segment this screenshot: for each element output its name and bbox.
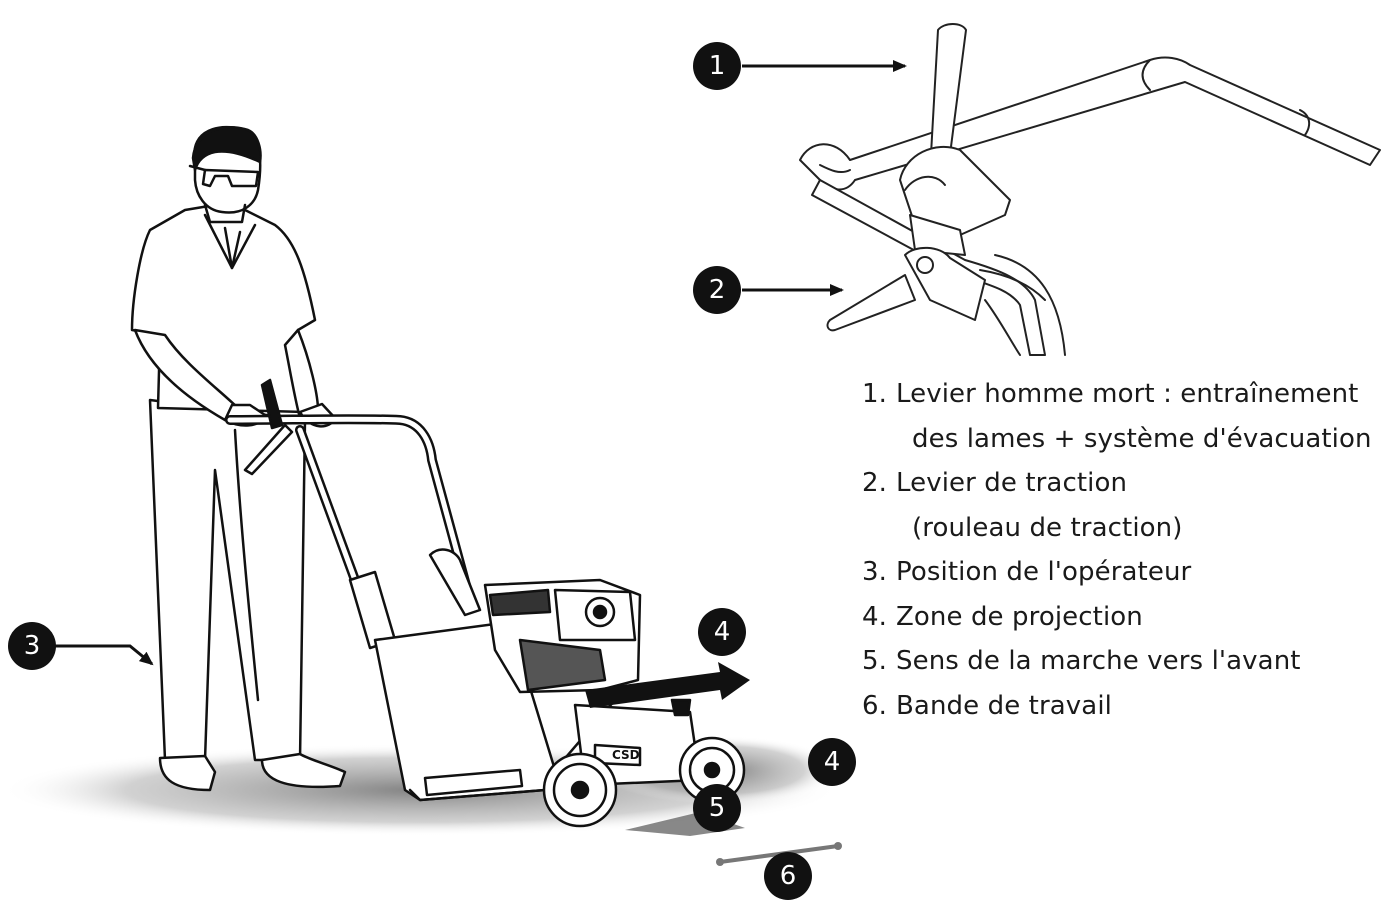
machine-model-mark: CSD	[612, 748, 640, 762]
svg-text:6: 6	[780, 861, 797, 891]
svg-text:2: 2	[709, 275, 726, 305]
leader-3	[55, 644, 154, 666]
callout-6: 6	[764, 852, 812, 900]
legend-item-2-continued: (rouleau de traction)	[912, 512, 1183, 543]
operator-figure	[130, 125, 347, 792]
leader-lines	[55, 60, 907, 666]
svg-text:1: 1	[709, 51, 726, 81]
callout-1: 1	[693, 42, 741, 90]
handle-detail-illustration	[799, 23, 1381, 356]
legend-item-2: 2.Levier de traction	[862, 468, 1128, 498]
callout-2: 2	[693, 266, 741, 314]
work-band-end-right	[834, 842, 842, 850]
work-band-end-left	[716, 858, 724, 866]
legend-item-3: 3.Position de l'opérateur	[862, 557, 1192, 587]
callout-3: 3	[8, 622, 56, 670]
svg-text:4: 4	[714, 617, 731, 647]
callout-4-zone: 4	[808, 738, 856, 786]
projection-arrow	[585, 662, 750, 708]
callout-4-arrow: 4	[698, 608, 746, 656]
svg-text:4: 4	[824, 747, 841, 777]
legend-item-1-continued: des lames + système d'évacuation	[912, 423, 1372, 454]
legend-item-5: 5.Sens de la marche vers l'avant	[862, 646, 1301, 676]
legend-item-1: 1.Levier homme mort : entraînement	[862, 379, 1359, 409]
scarifier-machine	[225, 378, 746, 828]
svg-text:5: 5	[709, 793, 726, 823]
legend-item-6: 6.Bande de travail	[862, 690, 1112, 721]
legend-item-4: 4.Zone de projection	[862, 601, 1143, 632]
svg-text:3: 3	[24, 631, 41, 661]
legend-list: 1.Levier homme mort : entraînement des l…	[862, 372, 1382, 728]
callout-5: 5	[693, 784, 741, 832]
